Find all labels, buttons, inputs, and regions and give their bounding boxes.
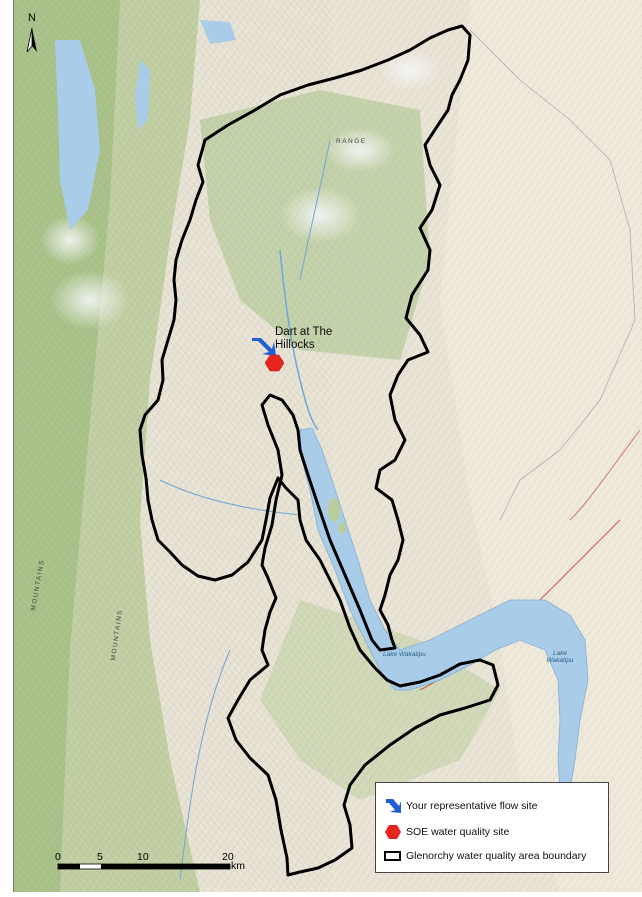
- scale-tick-label: 20: [222, 851, 234, 863]
- site-label: Dart at The Hillocks: [275, 326, 355, 352]
- snow-patch: [280, 187, 360, 243]
- island: [328, 498, 340, 522]
- river-dart: [279, 249, 319, 431]
- scale-tick-label: 0: [55, 851, 61, 863]
- site-label-line1: Dart at The: [275, 326, 333, 338]
- black-outline-rectangle-icon: [382, 846, 404, 866]
- north-arrow: N: [21, 12, 43, 58]
- flow-site-arrow-icon[interactable]: [252, 338, 276, 356]
- north-letter: N: [28, 12, 36, 24]
- glenorchy-area-boundary: [138, 24, 500, 877]
- site-label-line2: Hillocks: [275, 339, 315, 351]
- snow-patch: [50, 270, 130, 330]
- road: [569, 429, 641, 521]
- scale-bar: 0 5 10 20 km: [50, 851, 250, 881]
- river: [159, 479, 301, 516]
- district-boundary: [469, 29, 636, 521]
- red-hexagon-icon: [382, 822, 404, 842]
- legend-label: Your representative flow site: [406, 800, 538, 812]
- snow-patch: [40, 215, 100, 265]
- snow-patch: [380, 50, 440, 90]
- scale-unit-label: km: [231, 860, 245, 872]
- river: [299, 139, 331, 281]
- legend-label: SOE water quality site: [406, 826, 510, 838]
- map-legend: Your representative flow site SOE water …: [375, 782, 609, 873]
- blue-arrow-icon: [382, 796, 404, 816]
- island: [338, 522, 346, 534]
- legend-item-soe-site: SOE water quality site: [382, 822, 509, 842]
- soe-water-quality-site-marker[interactable]: [264, 354, 285, 372]
- legend-item-boundary: Glenorchy water quality area boundary: [382, 846, 586, 866]
- snow-patch: [325, 128, 395, 172]
- lake-label: Lake Wakatipu: [383, 651, 426, 658]
- north-arrow-icon: [26, 27, 37, 53]
- scale-bar-graphic: [57, 863, 231, 870]
- lake-small: [135, 60, 150, 130]
- lake-label: Lake Wakatipu: [546, 650, 574, 664]
- legend-item-flow-site: Your representative flow site: [382, 796, 538, 816]
- lake-west-north: [55, 40, 100, 230]
- legend-label: Glenorchy water quality area boundary: [406, 850, 587, 862]
- scale-tick-label: 5: [97, 851, 103, 863]
- river: [179, 649, 231, 881]
- scale-tick-label: 10: [137, 851, 149, 863]
- range-label: RANGE: [336, 138, 367, 145]
- lake-small: [200, 20, 236, 44]
